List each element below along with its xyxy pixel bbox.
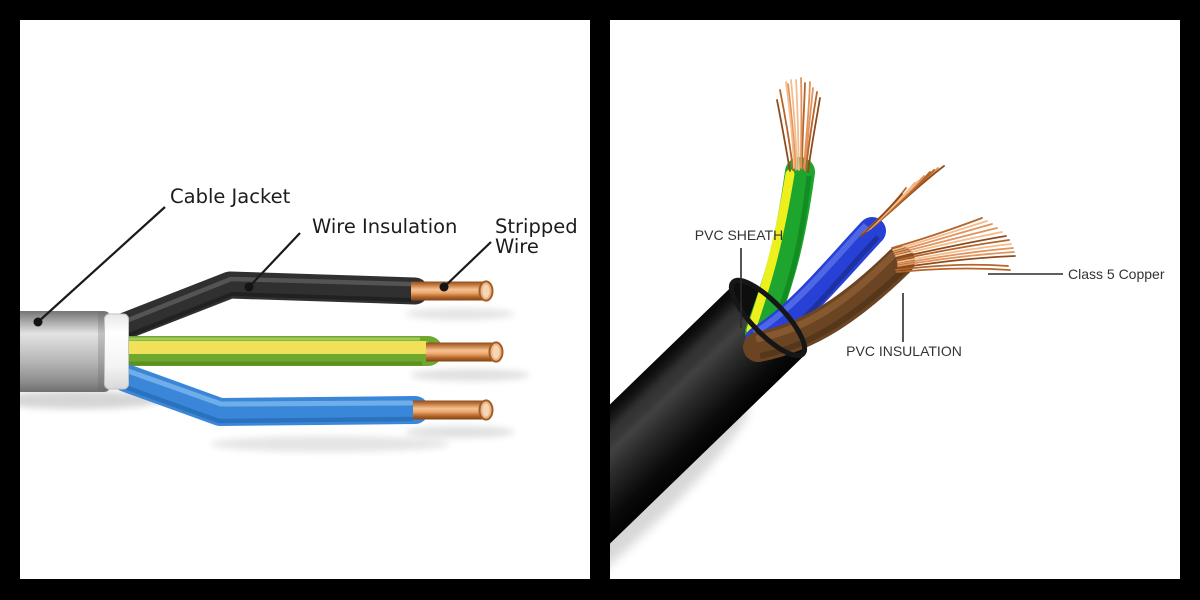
cable-jacket-leader-dot <box>33 317 43 327</box>
earth-core-copper-strands <box>776 77 821 173</box>
brown-core-shade <box>759 266 908 359</box>
pvc-sheath-highlight <box>610 303 744 440</box>
brown-core <box>743 217 1016 362</box>
callout-stripped-wire: Stripped Wire <box>439 215 578 292</box>
cable-diagram-illustration: Cable Jacket Wire Insulation Stripped Wi… <box>20 185 578 452</box>
inner-sleeve <box>104 313 129 390</box>
pvc-sheath-opening-rim <box>728 277 808 359</box>
black-wire <box>106 271 494 342</box>
wire-insulation-leader-dot <box>244 282 254 292</box>
earth-wire <box>113 336 504 366</box>
black-wire-shade <box>122 292 412 339</box>
callout-pvc-insulation: PVC INSULATION <box>846 293 962 359</box>
cable-jacket-body <box>20 311 109 392</box>
blue-wire <box>112 364 494 426</box>
earth-wire-stripped-copper <box>426 341 504 363</box>
brown-core-insulation <box>743 246 915 362</box>
black-wire-insulation <box>106 271 429 342</box>
wire-insulation-leader-line <box>248 232 301 288</box>
callout-wire-insulation: Wire Insulation <box>244 215 457 292</box>
callout-pvc-sheath: PVC SHEATH <box>695 227 783 328</box>
class-5-copper-label: Class 5 Copper <box>1068 266 1165 282</box>
brown-core-highlight <box>755 251 897 343</box>
black-wire-stripped-copper <box>411 280 494 302</box>
cable-jacket-leader-line <box>37 206 166 323</box>
cable-jacket <box>20 311 129 392</box>
stripped-wire-label-line2: Wire <box>495 235 539 258</box>
blue-core-copper-strands <box>860 165 945 237</box>
earth-core-yellow-stripe <box>746 169 795 335</box>
blue-wire-stripped-copper <box>413 399 494 421</box>
blue-wire-highlight <box>125 368 414 407</box>
stripped-wire-label-line1: Stripped <box>495 215 578 238</box>
pvc-sheath-body <box>610 285 803 544</box>
pvc-sheath-label: PVC SHEATH <box>695 227 783 243</box>
blue-core-highlight <box>752 222 869 336</box>
brown-core-copper-strands <box>891 217 1016 273</box>
blue-wire-shade <box>122 384 414 424</box>
diagram-shadows <box>20 308 530 452</box>
earth-core <box>745 77 821 347</box>
black-wire-highlight <box>123 276 413 324</box>
cable-photo: PVC SHEATH Class 5 Copper PVC INSULATION <box>610 77 1165 579</box>
blue-wire-insulation <box>112 364 429 426</box>
callout-cable-jacket: Cable Jacket <box>33 185 291 327</box>
callout-class-5-copper: Class 5 Copper <box>988 266 1165 282</box>
pvc-insulation-label: PVC INSULATION <box>846 343 962 359</box>
earth-core-green <box>745 157 815 347</box>
stripped-wire-leader-dot <box>439 282 449 292</box>
right-panel: PVC SHEATH Class 5 Copper PVC INSULATION <box>610 20 1180 579</box>
wire-insulation-label: Wire Insulation <box>312 215 457 238</box>
stripped-wire-leader-line <box>443 241 492 288</box>
left-panel: Cable Jacket Wire Insulation Stripped Wi… <box>20 20 590 579</box>
cable-jacket-cut-shade <box>98 312 109 391</box>
cable-jacket-label: Cable Jacket <box>170 185 291 208</box>
